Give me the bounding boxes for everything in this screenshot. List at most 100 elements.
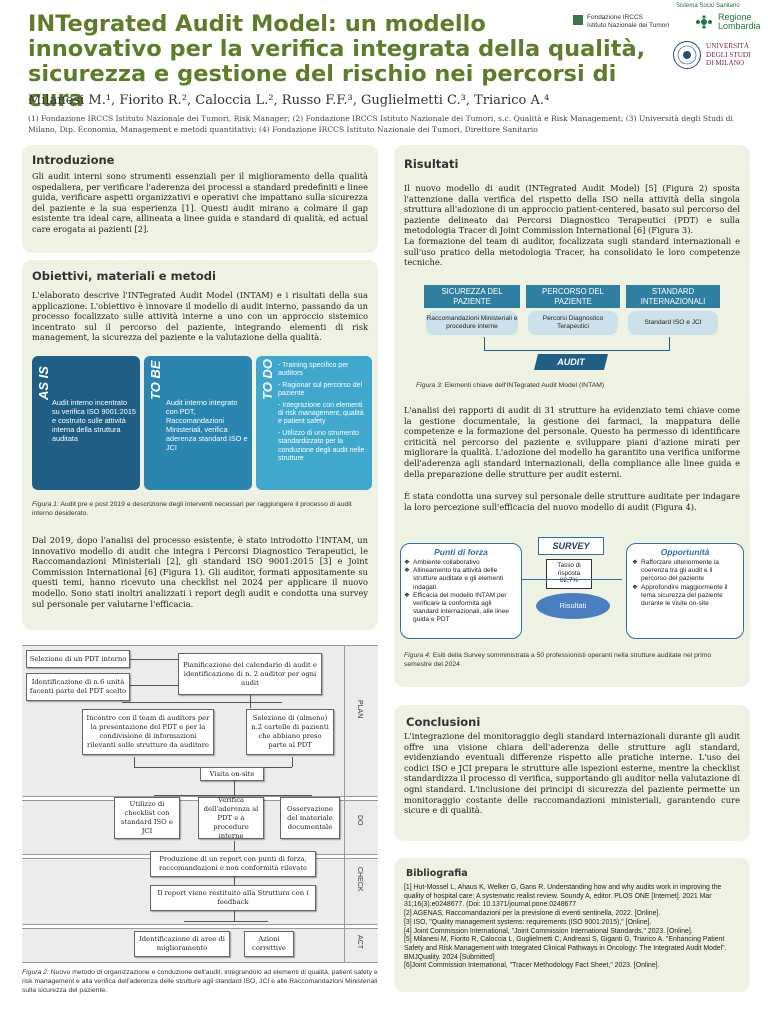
to-be-card: TO BE Audit interno integrato con PDT, R… xyxy=(144,356,252,490)
flow-box-select-pdt: Selezione di un PDT interno xyxy=(26,650,130,668)
poster-title: INTegrated Audit Model: un modello innov… xyxy=(28,12,648,112)
flow-box-feedback: Il report viene restituito alla Struttur… xyxy=(150,885,316,911)
strengths-list: ❖Ambiente collaborativo ❖Allineamento tr… xyxy=(401,557,521,625)
figure-2-caption: Figura 2: Nuovo metodo di organizzazione… xyxy=(22,968,378,995)
unimi-line-3: DI MILANO xyxy=(706,59,745,67)
response-rate-box: Tasso di risposta 82,7% xyxy=(546,559,592,589)
to-be-text: Audit interno integrato con PDT, Raccoma… xyxy=(166,398,248,452)
arrow xyxy=(122,702,282,703)
opportunity-item: ❖Approfondire maggiormente il tema sicur… xyxy=(632,583,728,608)
fig3-col1-head: SICUREZZA DEL PAZIENTE xyxy=(424,285,520,308)
intro-text: Gli audit interni sono strumenti essenzi… xyxy=(32,171,368,234)
regione-logo: Regione Lombardia xyxy=(718,13,761,31)
to-be-label: TO BE xyxy=(148,360,163,401)
figure-2-caption-text: Nuovo metodo di organizzazione e conduzi… xyxy=(22,969,378,994)
results-text-3: È stata condotta una survey sul personal… xyxy=(404,491,740,512)
bibliography-item: [4] Joint Commission International, "Joi… xyxy=(404,927,693,935)
arrow xyxy=(292,757,293,767)
opportunities-box: Opportunità ❖Rafforzare ulteriormente la… xyxy=(626,543,744,639)
fig3-col2-pill: Percorsi Diagnostico Terapeutici xyxy=(528,311,618,335)
plan-label: PLAN xyxy=(356,700,363,719)
figure-2-caption-label: Figura 2: xyxy=(22,969,49,976)
flow-box-improvement-areas: Identificazione di aree di miglioramento xyxy=(134,931,230,957)
fig3-col3-pill: Standard ISO e JCI xyxy=(628,311,718,335)
flow-box-team-meeting: Incontro con il team di auditors per la … xyxy=(82,709,214,755)
affiliations: (1) Fondazione IRCCS Istituto Nazionale … xyxy=(28,114,733,134)
bibliography-item: [2] AGENAS, Raccomandazioni per la previ… xyxy=(404,910,661,918)
intro-heading: Introduzione xyxy=(32,153,115,167)
fig3-bracket xyxy=(484,337,670,351)
results-text-1b: La formazione del team di auditor, focal… xyxy=(404,235,740,268)
bullet-icon: ❖ xyxy=(632,583,638,591)
intro-panel: Introduzione Gli audit interni sono stru… xyxy=(22,145,378,253)
figure-1-caption-label: Figura 1: xyxy=(32,501,59,508)
title-line-3: sicurezza e gestione del rischio nei per… xyxy=(28,61,617,112)
fig3-col3-head: STANDARD INTERNAZIONALI xyxy=(626,285,720,308)
strength-item: ❖Efficacia del modello INTAM per verific… xyxy=(404,591,510,624)
figure-4-caption-text: Esiti della Survey somministrata a 50 pr… xyxy=(404,652,712,668)
to-do-label: TO DO xyxy=(260,359,275,400)
unimi-seal-icon xyxy=(672,40,702,70)
arrow xyxy=(154,795,312,796)
to-do-list: - Training specifico per auditors - Ragi… xyxy=(278,362,366,463)
bullet-icon: ❖ xyxy=(632,559,638,566)
as-is-card: AS IS Audit interno incentrato su verifi… xyxy=(32,356,140,490)
objectives-text: L'elaborato descrive l'INTegrated Audit … xyxy=(32,290,368,343)
title-line-1: INTegrated Audit Model: un modello xyxy=(28,11,486,37)
regione-lombardia-icon xyxy=(693,14,715,29)
strengths-box: Punti di forza ❖Ambiente collaborativo ❖… xyxy=(400,543,522,639)
arrow xyxy=(184,921,268,922)
opportunity-item: ❖Rafforzare ulteriormente la coerenza tr… xyxy=(632,559,719,583)
arrow xyxy=(234,781,235,795)
regione-line-1: Regione xyxy=(718,12,752,22)
fig3-col2-head: PERCORSO DEL PAZIENTE xyxy=(526,285,620,308)
unimi-line-2: DEGLI STUDI xyxy=(706,50,751,59)
results-panel: Risultati Il nuovo modello di audit (INT… xyxy=(394,145,750,687)
to-do-card: TO DO - Training specifico per auditors … xyxy=(256,356,372,490)
flow-box-report: Produzione di un report con punti di for… xyxy=(150,851,316,877)
flow-box-observe-docs: Osservazione del materiale documentale xyxy=(280,797,340,839)
to-do-item: - Utilizzo di uno strumento standardizza… xyxy=(278,429,365,463)
unimi-logo: UNIVERSITÀ DEGLI STUDI DI MILANO xyxy=(706,42,751,68)
strength-item: ❖Allineamento tra attività delle struttu… xyxy=(404,567,504,591)
figure-4: Punti di forza ❖Ambiente collaborativo ❖… xyxy=(400,529,746,639)
bibliography-list: [1] Hut-Mossel L, Ahaus K, Welker G, Gan… xyxy=(404,884,742,971)
figure-2: PLAN DO CHECK ACT Selezione di un PDT in… xyxy=(22,645,378,965)
fondazione-line-1: Fondazione IRCCS xyxy=(587,14,643,21)
conclusions-text: L'integrazione del monitoraggio degli st… xyxy=(404,731,740,816)
figure-3: SICUREZZA DEL PAZIENTE PERCORSO DEL PAZI… xyxy=(424,285,740,377)
bibliography-item: [1] Hut-Mossel L, Ahaus K, Welker G, Gan… xyxy=(404,884,722,909)
results-text-1a: Il nuovo modello di audit (INTegrated Au… xyxy=(404,183,740,236)
results-text-2: L'analisi dei rapporti di audit di 31 st… xyxy=(404,405,740,479)
conclusions-panel: Conclusioni L'integrazione del monitorag… xyxy=(394,705,750,841)
regione-line-2: Lombardia xyxy=(718,21,761,31)
results-text-1: Il nuovo modello di audit (INTegrated Au… xyxy=(404,183,740,268)
strength-item: ❖Ambiente collaborativo xyxy=(404,559,480,566)
flow-box-corrective-actions: Azioni correttive xyxy=(244,931,294,957)
fondazione-line-2: Istituto Nazionale dei Tumori xyxy=(587,21,670,29)
opportunities-list: ❖Rafforzare ulteriormente la coerenza tr… xyxy=(627,557,743,608)
arrow xyxy=(250,695,251,708)
do-label: DO xyxy=(356,815,363,826)
strengths-title: Punti di forza xyxy=(434,547,488,557)
to-do-item: - Ragionar sul percorso del paziente xyxy=(278,381,363,398)
figure-1-caption: Figura 1: Audit pre e post 2019 e descri… xyxy=(32,500,368,518)
authors: Milanesi M.¹, Fiorito R.², Caloccia L.²,… xyxy=(28,93,550,108)
title-line-2: innovativo per la verifica integrata del… xyxy=(28,36,646,62)
arrow xyxy=(130,685,178,686)
sistema-label: Sistema Socio Sanitario xyxy=(676,3,740,9)
as-is-label: AS IS xyxy=(36,366,51,400)
arrow xyxy=(234,911,235,921)
figure-3-caption: Figura 3: Elementi chiave dell'INTegrate… xyxy=(416,381,742,390)
flow-box-select-records: Selezione di (almeno) n.2 cartelle di pa… xyxy=(246,709,334,755)
check-label: CHECK xyxy=(356,867,363,892)
figure-1: AS IS Audit interno incentrato su verifi… xyxy=(32,356,372,494)
as-is-text: Audit interno incentrato su verifica ISO… xyxy=(52,398,136,443)
response-rate-label: Tasso di risposta xyxy=(557,562,581,577)
response-rate-value: 82,7% xyxy=(559,577,579,585)
objectives-heading: Obiettivi, materiali e metodi xyxy=(32,269,216,283)
flow-box-checklist: Utilizzo di checklist con standard ISO e… xyxy=(114,797,180,839)
bullet-icon: ❖ xyxy=(404,559,410,566)
figure-1-caption-text: Audit pre e post 2019 e descrizione degl… xyxy=(32,501,352,517)
flow-box-verify-pdt: Verifica dell'aderenza al PDT e a proced… xyxy=(198,796,264,840)
